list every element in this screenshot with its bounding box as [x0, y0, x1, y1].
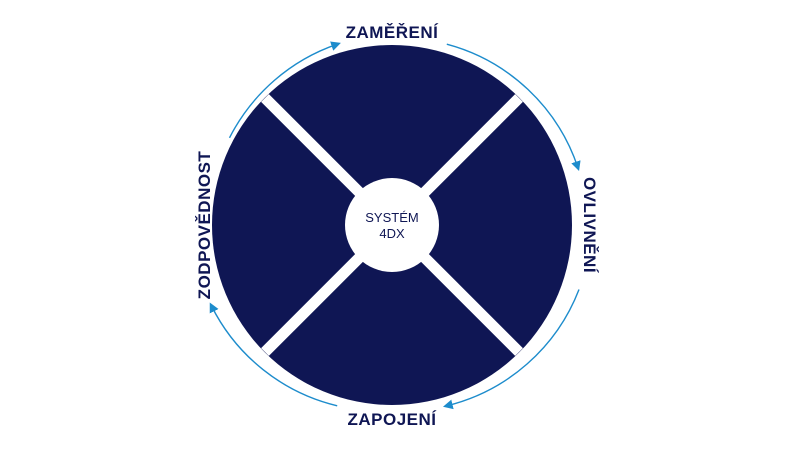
center-label-line2: 4DX [379, 226, 405, 241]
arrow-top-to-right [446, 43, 581, 172]
arrow-bottom-to-left [209, 302, 338, 407]
stage-label-bottom: ZAPOJENÍ [347, 410, 437, 429]
center-circle [345, 178, 439, 272]
center-label-line1: SYSTÉM [365, 210, 418, 225]
arrow-left-to-top [228, 41, 341, 139]
stage-label-left: ZODPOVĚDNOST [195, 151, 214, 300]
arrow-right-to-bottom [442, 289, 580, 410]
stage-label-top: ZAMĚŘENÍ [346, 23, 440, 42]
stage-label-right: OVLIVNĚNÍ [580, 177, 599, 274]
